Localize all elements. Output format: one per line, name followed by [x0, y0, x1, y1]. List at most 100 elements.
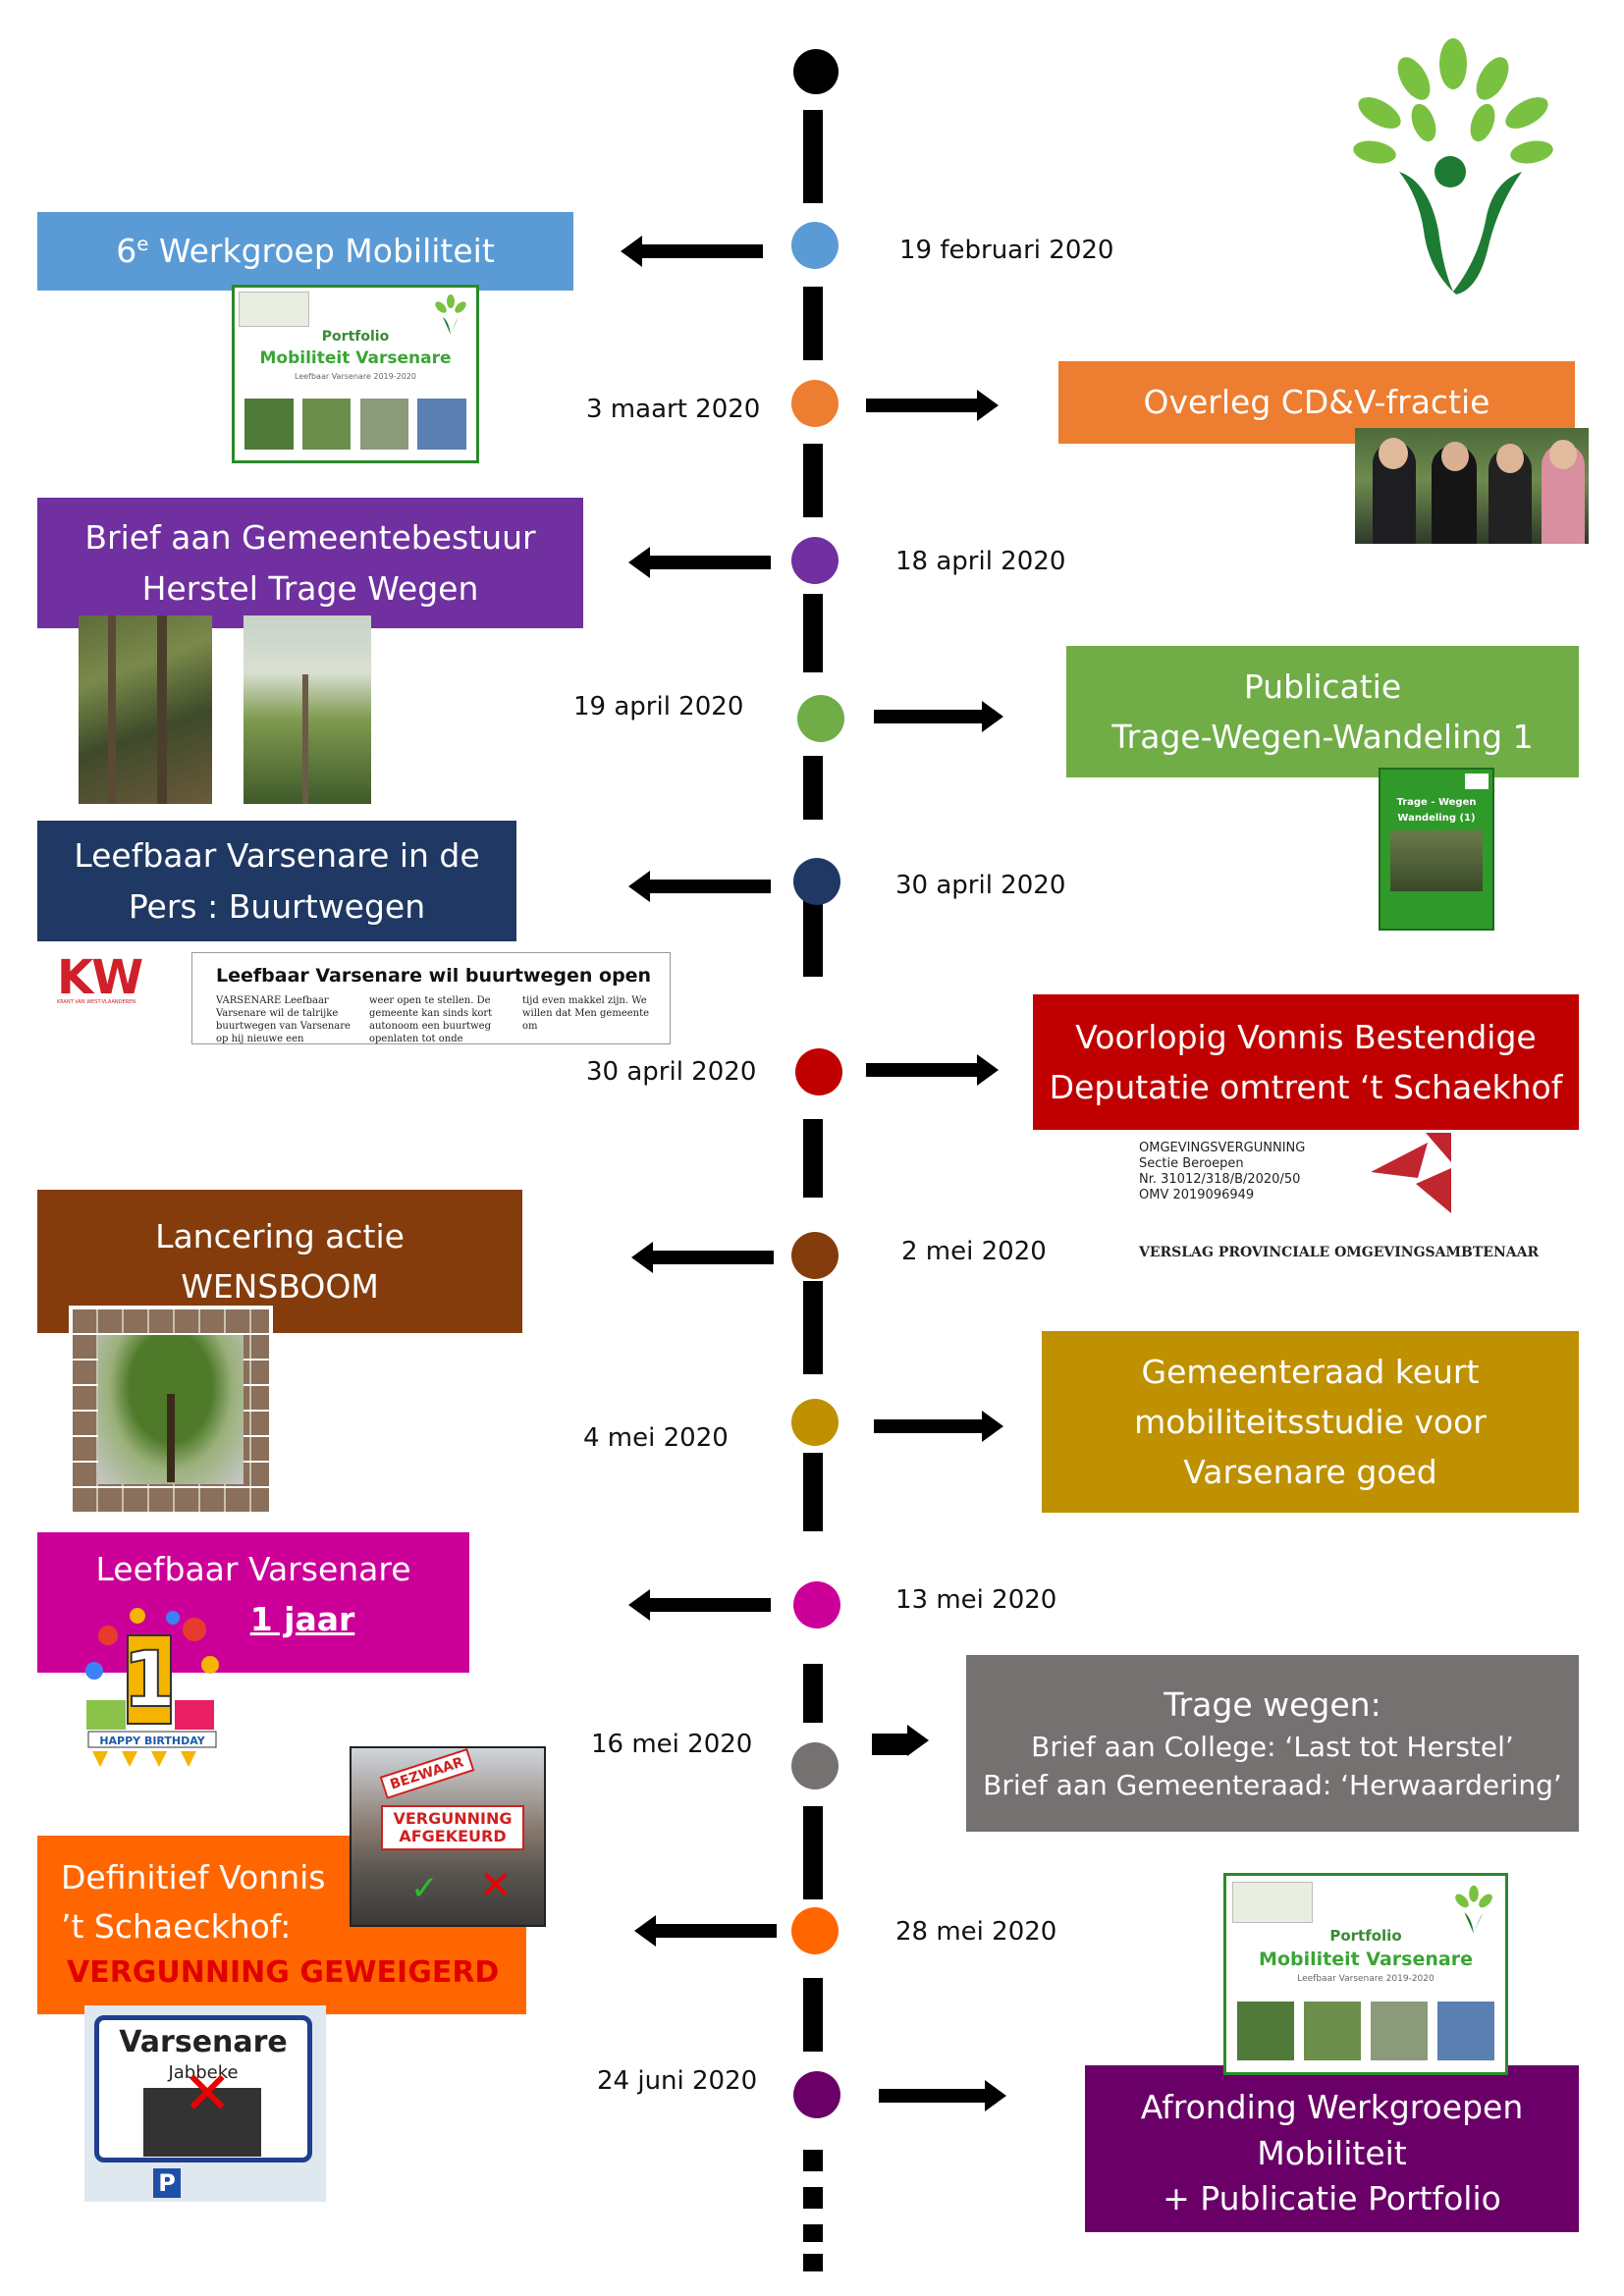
- portfolio-title: Mobiliteit Varsenare: [1226, 1949, 1505, 1970]
- event-title: Overleg CD&V-fractie: [1144, 377, 1490, 427]
- booklet-photo: [1390, 830, 1483, 891]
- arrow-left: [648, 556, 771, 569]
- event-date: 30 april 2020: [586, 1057, 756, 1087]
- timeline-dash: [803, 1119, 823, 1198]
- event-box-publicatie: Publicatie Trage-Wegen-Wandeling 1: [1066, 646, 1579, 777]
- event-title-line: Leefbaar Varsenare: [95, 1544, 410, 1594]
- arrow-left: [648, 1598, 771, 1612]
- event-title-line: mobiliteitsstudie voor: [1134, 1397, 1487, 1447]
- map-thumbnail: [1232, 1882, 1313, 1923]
- portfolio-cover-image: Portfolio Mobiliteit Varsenare Leefbaar …: [1223, 1873, 1508, 2075]
- red-cross-icon: ✕: [183, 2064, 232, 2123]
- newspaper-clipping: Leefbaar Varsenare wil buurtwegen open V…: [191, 952, 671, 1044]
- event-title-line: + Publicatie Portfolio: [1163, 2176, 1501, 2222]
- event-box-pers: Leefbaar Varsenare in de Pers : Buurtweg…: [37, 821, 516, 941]
- event-date: 18 april 2020: [895, 547, 1065, 576]
- event-title-line: Trage-Wegen-Wandeling 1: [1111, 712, 1533, 762]
- timeline-dash: [803, 594, 823, 672]
- event-title-line: Herstel Trage Wegen: [142, 563, 479, 614]
- timeline-dash: [803, 756, 823, 820]
- event-title-line: ’t Schaeckhof:: [61, 1902, 291, 1951]
- event-box-brief: Brief aan Gemeentebestuur Herstel Trage …: [37, 498, 583, 628]
- portfolio-thumbnails: [244, 399, 466, 451]
- event-date: 4 mei 2020: [583, 1423, 729, 1453]
- kw-logo-sub: KRANT VAN WEST-VLAANDEREN: [57, 999, 173, 1005]
- portfolio-thumbnails: [1237, 2002, 1493, 2060]
- birthday-text: HAPPY BIRTHDAY: [99, 1735, 205, 1747]
- event-dot: [791, 1742, 839, 1789]
- event-title-line: Gemeenteraad keurt: [1142, 1347, 1480, 1397]
- arrow-right: [874, 1419, 984, 1433]
- timeline-dash: [803, 444, 823, 517]
- afgekeurd-stamp: VERGUNNING AFGEKEURD: [381, 1805, 524, 1850]
- event-title-highlight: VERGUNNING GEWEIGERD: [67, 1950, 499, 1995]
- roadsign-image: Varsenare Jabbeke ✕ P: [84, 2005, 326, 2202]
- event-title-line: 1 jaar: [250, 1594, 355, 1644]
- booklet-title: Trage - Wegen: [1380, 797, 1492, 808]
- event-title-line: Mobiliteit: [1257, 2131, 1406, 2177]
- arrow-left: [640, 244, 763, 258]
- arrow-right: [866, 1063, 979, 1077]
- booklet-cover: Trage - Wegen Wandeling (1): [1379, 768, 1494, 931]
- newspaper-col: tijd even makkel zijn. We willen dat Men…: [522, 994, 660, 1033]
- event-title-line: Voorlopig Vonnis Bestendige: [1075, 1012, 1536, 1062]
- arrow-left: [654, 1924, 777, 1938]
- event-title-line: Brief aan Gemeenteraad: ‘Herwaardering’: [983, 1766, 1562, 1804]
- event-title-line: Afronding Werkgroepen: [1141, 2085, 1524, 2131]
- event-box-afronding: Afronding Werkgroepen Mobiliteit + Publi…: [1085, 2065, 1579, 2232]
- event-date: 16 mei 2020: [591, 1730, 752, 1759]
- newspaper-col: weer open te stellen. De gemeente kan si…: [369, 994, 512, 1044]
- portfolio-tree-icon: [431, 294, 470, 337]
- permit-footer: VERSLAG PROVINCIALE OMGEVINGSAMBTENAAR: [1139, 1245, 1539, 1260]
- portfolio-subtitle: Leefbaar Varsenare 2019-2020: [235, 372, 476, 381]
- arrow-left: [648, 880, 771, 893]
- red-cross-icon: ✕: [479, 1866, 513, 1905]
- event-dot: [791, 222, 839, 269]
- event-dot: [795, 1048, 842, 1095]
- event-dot: [797, 695, 844, 742]
- event-dot: [791, 1399, 839, 1446]
- newspaper-col: VARSENARE Leefbaar Varsenare wil de talr…: [216, 994, 358, 1044]
- event-title-line: Brief aan College: ‘Last tot Herstel’: [1031, 1728, 1514, 1766]
- event-dot: [791, 1907, 839, 1954]
- timeline-dash: [803, 1978, 823, 2052]
- arrow-right: [874, 710, 984, 723]
- permit-line: OMGEVINGSVERGUNNING: [1139, 1141, 1394, 1156]
- booklet-subtitle: Wandeling (1): [1380, 813, 1492, 824]
- group-photo: [1355, 428, 1589, 544]
- event-title-line: WENSBOOM: [181, 1261, 379, 1311]
- event-title-line: Lancering actie: [155, 1211, 405, 1261]
- event-box-trage-wegen: Trage wegen: Brief aan College: ‘Last to…: [966, 1655, 1579, 1832]
- event-date: 13 mei 2020: [895, 1585, 1056, 1615]
- event-title-line: Leefbaar Varsenare in de: [74, 830, 479, 881]
- event-title-line: Publicatie: [1244, 662, 1401, 712]
- event-title-line: Definitief Vonnis: [61, 1853, 326, 1902]
- portfolio-tree-icon: [1450, 1884, 1497, 1937]
- event-dot: [793, 1581, 840, 1629]
- event-box-vonnis: Voorlopig Vonnis Bestendige Deputatie om…: [1033, 994, 1579, 1130]
- timeline-dash: [803, 287, 823, 360]
- event-dot: [791, 380, 839, 427]
- birthday-number: 1: [123, 1636, 176, 1725]
- arrow-right: [879, 2089, 987, 2103]
- event-title-line: Trage wegen:: [1164, 1682, 1380, 1728]
- field-photo: [244, 615, 371, 804]
- event-box-gemeenteraad: Gemeenteraad keurt mobiliteitsstudie voo…: [1042, 1331, 1579, 1513]
- event-date: 3 maart 2020: [586, 395, 760, 424]
- event-date: 24 juni 2020: [597, 2066, 757, 2096]
- timeline-dash: [803, 110, 823, 203]
- timeline-dash: [803, 1806, 823, 1899]
- event-title-line: Brief aan Gemeentebestuur: [84, 512, 535, 562]
- bezwaar-image: BEZWAAR VERGUNNING AFGEKEURD ✕ ✓: [350, 1746, 546, 1927]
- map-thumbnail: [239, 292, 309, 327]
- bezwaar-stamp: BEZWAAR: [380, 1748, 474, 1799]
- path-photo: [79, 615, 212, 804]
- newspaper-headline: Leefbaar Varsenare wil buurtwegen open: [216, 965, 651, 987]
- event-date: 28 mei 2020: [895, 1917, 1056, 1947]
- event-title: 6e Werkgroep Mobiliteit: [116, 226, 495, 276]
- event-date: 19 april 2020: [573, 692, 743, 721]
- event-title-line: Pers : Buurtwegen: [129, 881, 425, 932]
- arrow-right: [872, 1734, 909, 1755]
- event-dot: [791, 1232, 839, 1279]
- event-date: 30 april 2020: [895, 871, 1065, 900]
